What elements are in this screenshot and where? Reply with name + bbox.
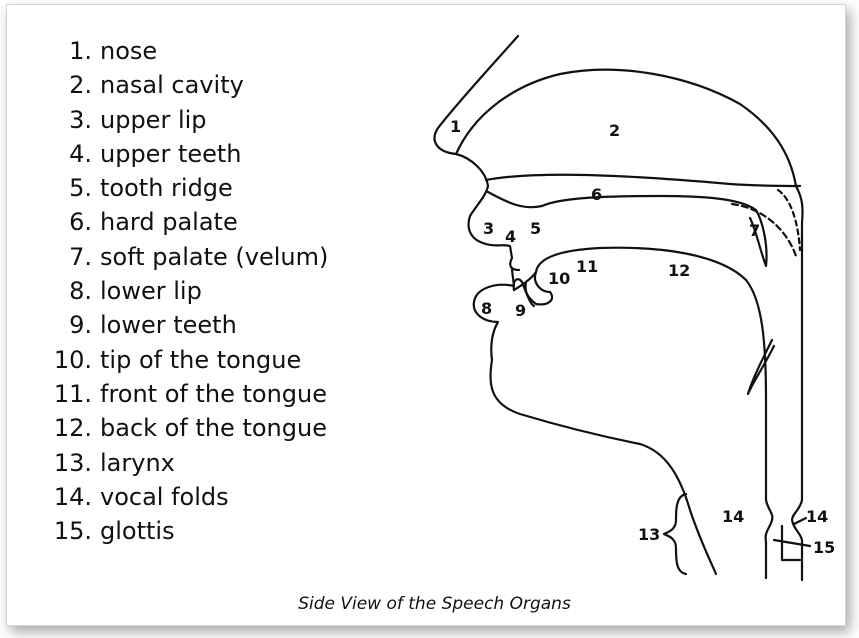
vocal-folds-pointer [794,518,806,524]
label-tongue-front: 11 [576,257,598,276]
label-hard-palate: 6 [591,185,602,204]
face-profile [435,36,716,574]
label-vocal-folds-left: 14 [722,507,744,526]
label-lower-teeth: 9 [515,301,526,320]
label-tooth-ridge: 5 [530,219,541,238]
label-nose: 1 [450,117,461,136]
label-upper-lip: 3 [483,219,494,238]
epiglottis [748,340,774,394]
label-nasal-cavity: 2 [609,121,620,140]
label-glottis: 15 [813,538,835,557]
label-tongue-tip: 10 [548,269,570,288]
label-lower-lip: 8 [481,299,492,318]
label-larynx: 13 [638,525,660,544]
figure-caption: Side View of the Speech Organs [0,594,859,614]
glottis-pointer [774,526,810,560]
label-tongue-back: 12 [668,261,690,280]
label-vocal-folds-right: 14 [806,507,828,526]
nasal-cavity-roof [456,70,796,186]
label-soft-palate: 7 [749,221,760,240]
nasal-floor [486,175,800,186]
label-upper-teeth: 4 [505,227,516,246]
larynx-brace [664,494,686,574]
